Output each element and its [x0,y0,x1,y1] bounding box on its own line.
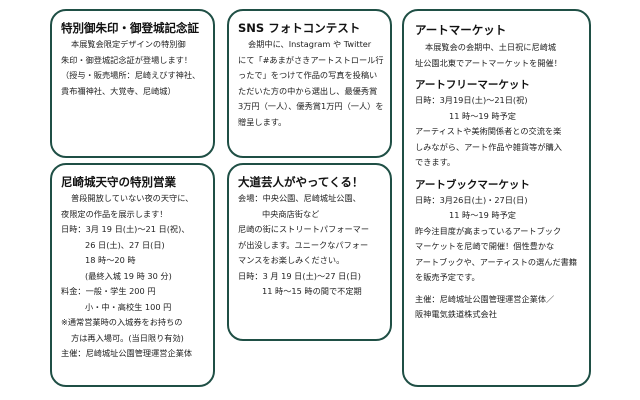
card-text: 主催：尼崎城址公園管理運営企業体 [61,348,193,358]
card-text: ※通常営業時の入城券をお持ちの [61,317,183,327]
card-text: アーティストや美術関係者との交流を楽 [415,126,562,136]
card-text: マーケットを尼崎で開催！個性豊かな [415,241,555,251]
book-market-date: 日時：3月26日(土)・27日(日) [415,194,528,205]
flea-market-title: アートフリーマーケット [415,79,530,91]
flea-market-time: 11 時～19 時予定 [449,110,516,121]
card-text: 址公園北東でアートマーケットを開催！ [415,57,562,68]
card-text: 普段開放していない夜の天守に、 [71,193,194,203]
card-text: 26 日(土)、27 日(日) [85,239,165,250]
card-text: 18 時～20 時 [85,255,136,265]
organizer-text: 主催：尼崎城址公園管理運営企業体／ [415,293,555,304]
card-text: 会期中に、Instagram や Twitter [248,39,372,49]
flea-market-date: 日時：3月19日(土)～21日(祝) [415,95,528,105]
photo-contest-card: SNS フォトコンテスト 会期中に、Instagram や Twitter にて… [227,9,392,158]
card-text: 贈呈します。 [238,116,287,127]
card-text: 11 時～15 時の間で不定期 [262,286,362,296]
goshuin-card: 特別御朱印・御登城記念証 本展覧会限定デザインの特別御 朱印・御登城記念証が登場… [50,9,215,158]
card-text: 日時：3 月 19 日(土)～27 日(日) [238,270,361,281]
card-text: アートブックや、アーティストの選んだ書籍 [415,256,578,267]
card-text: が出没します。ユニークなパフォー [238,239,369,250]
card-text: にて「#あまがさきアートストロール行 [238,54,384,65]
castle-night-card: 尼崎城天守の特別営業 普段開放していない夜の天守に、 夜限定の作品を展示します！… [50,163,215,387]
card-text: (最終入城 19 時 30 分) [85,270,172,281]
card-text: 昨今注目度が高まっているアートブック [415,225,562,236]
card-text: 小・中・高校生 100 円 [85,301,172,312]
card-text: 尼崎の街にストリートパフォーマー [238,224,370,234]
card-text: 日時：3月 19 日(土)～21 日(祝)、 [61,224,190,234]
card-text: 方は再入場可。(当日限り有効) [71,332,184,343]
card-text: マンスをお楽しみください。 [238,255,345,265]
art-market-card: アートマーケット 本展覧会の会期中、土日祝に尼崎城 址公園北東でアートマーケット… [402,9,591,387]
card-text: 会場：中央公園、尼崎城址公園、 [238,193,361,203]
card-title: 大道芸人がやってくる！ [238,175,364,189]
card-text: 朱印・御登城記念証が登場します！ [61,54,193,65]
card-text: 本展覧会限定デザインの特別御 [71,39,186,49]
card-text: ったで」をつけて作品の写真を投稿い [238,70,378,80]
card-text: できます。 [415,157,456,167]
book-market-title: アートブックマーケット [415,178,530,191]
card-text: （授与・販売場所：尼崎えびす神社、 [61,70,201,80]
card-title: 特別御朱印・御登城記念証 [61,21,199,35]
card-title: 尼崎城天守の特別営業 [61,175,176,189]
card-text: 夜限定の作品を展示します！ [61,208,168,219]
card-text: 貴布禰神社、大覚寺、尼崎城） [61,85,176,96]
street-performer-card: 大道芸人がやってくる！ 会場：中央公園、尼崎城址公園、 中央商店街など 尼崎の街… [227,163,392,341]
card-text: しみながら、アート作品や雑貨等が購入 [415,141,562,152]
card-title: SNS フォトコンテスト [238,21,361,35]
card-text: 中央商店街など [262,208,320,219]
card-text: 本展覧会の会期中、土日祝に尼崎城 [425,42,557,52]
card-text: を販売予定です。 [415,272,480,282]
card-title: アートマーケット [415,23,507,37]
book-market-time: 11 時～19 時予定 [449,210,516,220]
card-text: ただいた方の中から選出し、最優秀賞 [238,85,378,96]
card-text: 3万円（一人）、優秀賞1万円（一人）を [238,101,384,111]
organizer-text: 阪神電気鉄道株式会社 [415,309,497,319]
card-text: 料金：一般・学生 200 円 [61,286,156,296]
